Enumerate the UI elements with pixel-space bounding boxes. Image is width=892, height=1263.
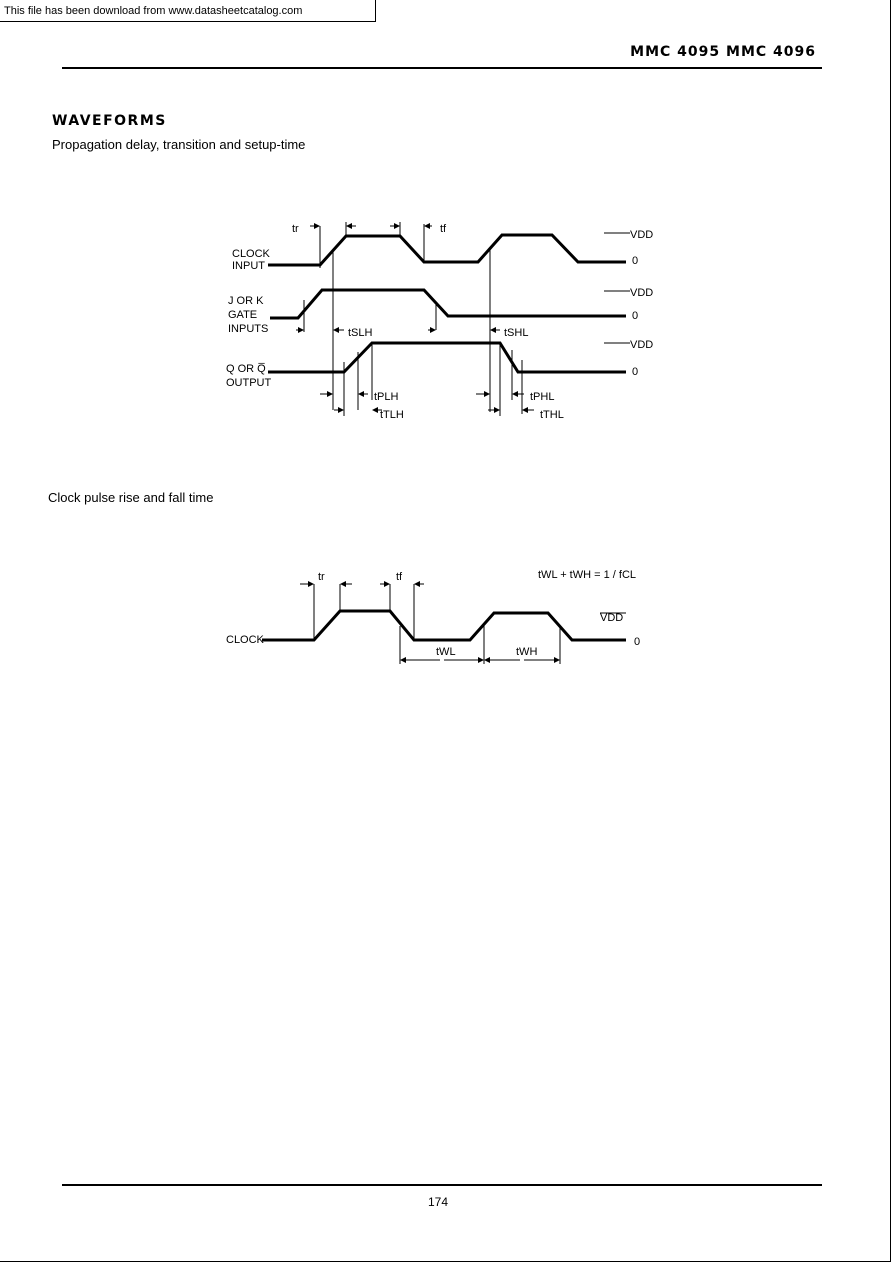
tshl-label: tSHL xyxy=(504,327,528,339)
jk-label-1: J OR K xyxy=(228,295,264,307)
ttlh-label: tTLH xyxy=(380,409,404,421)
tphl-label: tPHL xyxy=(530,391,554,403)
vdd-level-3: VDD xyxy=(630,339,653,351)
vdd-level-fig2: VDD xyxy=(600,612,623,624)
vdd-level-1: VDD xyxy=(630,229,653,241)
tr-label: tr xyxy=(292,223,299,235)
jk-waveform xyxy=(270,288,626,320)
clock-label-2: INPUT xyxy=(232,260,265,272)
figure1-caption: Propagation delay, transition and setup-… xyxy=(52,137,306,152)
page-number: 174 xyxy=(428,1195,449,1209)
q-label-1: Q OR Q̅ xyxy=(226,363,266,375)
zero-level-3: 0 xyxy=(632,366,638,378)
tf-label: tf xyxy=(440,223,447,235)
tthl-label: tTHL xyxy=(540,409,564,421)
clock-label: CLOCK xyxy=(226,634,265,646)
q-output-waveform xyxy=(268,341,626,374)
twh-label: tWH xyxy=(516,646,537,658)
twl-label: tWL xyxy=(436,646,456,658)
download-notice: This file has been download from www.dat… xyxy=(0,0,376,22)
clock-label-1: CLOCK xyxy=(232,248,271,260)
footer-rule xyxy=(62,1184,822,1186)
q-label-2: OUTPUT xyxy=(226,377,272,389)
section-title: WAVEFORMS xyxy=(52,113,167,129)
jk-label-2: GATE xyxy=(228,309,257,321)
part-number-title: MMC 4095 MMC 4096 xyxy=(630,44,816,60)
clock-pulse-waveform xyxy=(262,609,626,642)
header-rule xyxy=(62,67,822,69)
tplh-label: tPLH xyxy=(374,391,399,403)
tslh-label: tSLH xyxy=(348,327,373,339)
figure2-caption: Clock pulse rise and fall time xyxy=(48,490,214,505)
tr-label-2: tr xyxy=(318,571,325,583)
jk-label-3: INPUTS xyxy=(228,323,268,335)
vdd-level-2: VDD xyxy=(630,287,653,299)
zero-level-2: 0 xyxy=(632,310,638,322)
frequency-formula: tWL + tWH = 1 / fCL xyxy=(538,569,636,581)
tf-label-2: tf xyxy=(396,571,403,583)
zero-level-1: 0 xyxy=(632,255,638,267)
zero-level-fig2: 0 xyxy=(634,636,640,648)
